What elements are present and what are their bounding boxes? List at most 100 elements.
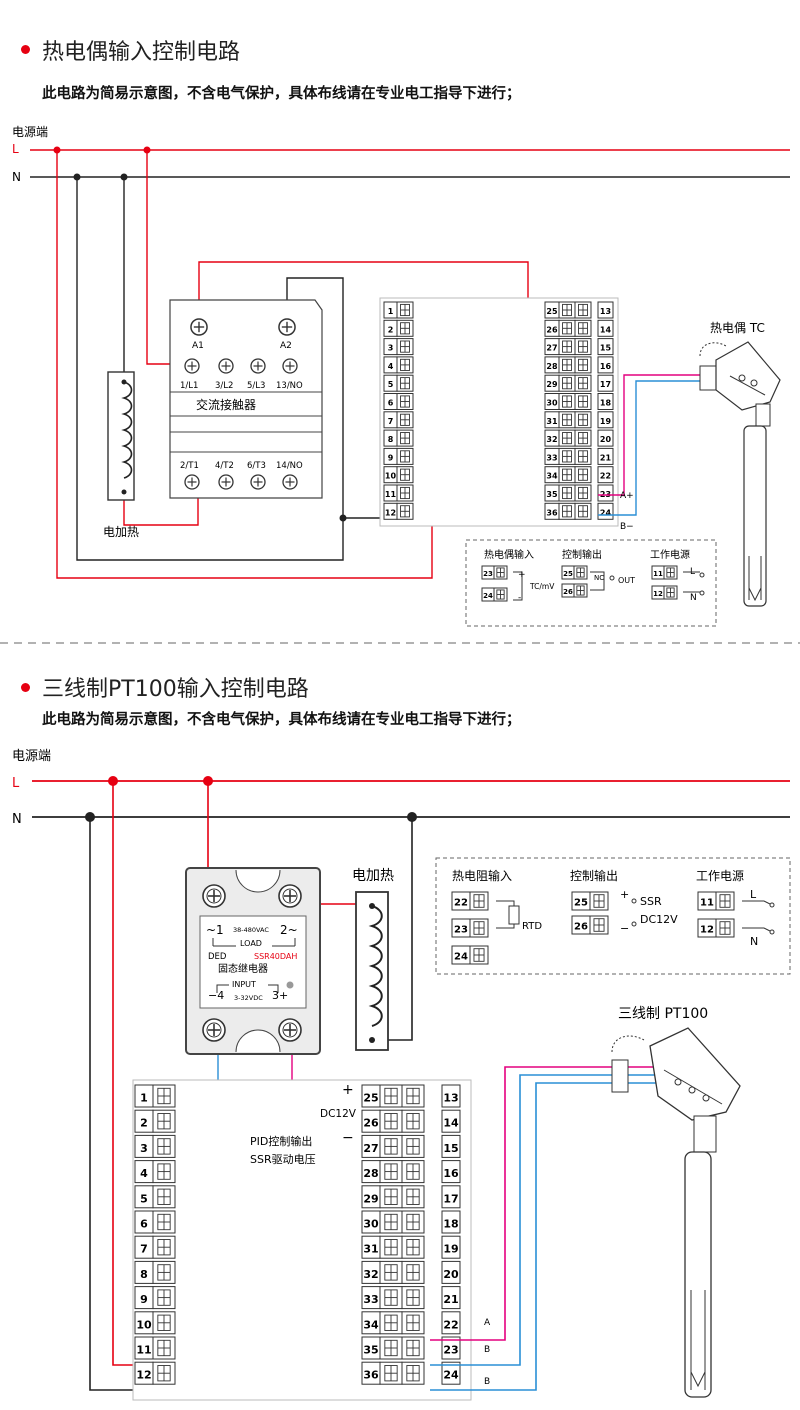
- line-L-label-2: L: [12, 776, 20, 791]
- legend-terminal-25-number: 25: [563, 570, 573, 578]
- terminal2-10-number: 10: [136, 1318, 152, 1331]
- terminal2-16-number: 16: [443, 1167, 459, 1180]
- terminal-19: 19: [597, 411, 614, 429]
- terminal-32: 32: [544, 429, 592, 447]
- thermocouple-sensor: 热电偶 TC: [699, 321, 781, 607]
- terminal2-30-number: 30: [363, 1218, 379, 1231]
- terminal-5-number: 5: [388, 380, 394, 389]
- legend-ssr: SSR: [640, 895, 662, 908]
- terminal2-15-number: 15: [443, 1142, 458, 1155]
- terminal-11: 11: [383, 484, 414, 502]
- terminal2-6: 6: [134, 1210, 176, 1234]
- terminal2-8-number: 8: [140, 1268, 148, 1281]
- terminal-b-minus: B−: [620, 522, 634, 532]
- heater-wire: [123, 486, 199, 526]
- terminal2-14-number: 14: [443, 1117, 459, 1130]
- terminal2-26: 26: [361, 1109, 425, 1133]
- terminal-18-number: 18: [600, 399, 612, 408]
- terminal2-29-number: 29: [363, 1192, 378, 1205]
- contactor-name: 交流接触器: [196, 397, 256, 412]
- terminal-15: 15: [597, 338, 614, 356]
- terminal2-22-number: 22: [443, 1318, 458, 1331]
- legend2-terminal-25: 25: [571, 891, 609, 911]
- legend-rtd: RTD: [522, 921, 542, 932]
- contactor-l2-label: 3/L2: [215, 381, 233, 391]
- legend-pwr-n: N: [690, 593, 697, 603]
- terminal2-4: 4: [134, 1160, 176, 1184]
- terminal-26-number: 26: [546, 325, 558, 334]
- legend-terminal-12-number: 12: [653, 590, 663, 598]
- legend-ctrl-no: NO: [594, 574, 605, 582]
- terminal2-34-number: 34: [363, 1318, 379, 1331]
- legend-tc-note: TC/mV: [529, 582, 555, 591]
- terminal-21-number: 21: [600, 453, 612, 462]
- terminal-10-number: 10: [385, 472, 397, 481]
- terminal-31: 31: [544, 411, 592, 429]
- terminal2-17: 17: [441, 1185, 461, 1209]
- legend2-terminal-23-number: 23: [454, 925, 468, 936]
- ssr-t4: −4: [208, 989, 224, 1002]
- legend-pwr-title-2: 工作电源: [696, 869, 744, 883]
- terminal-1-number: 1: [388, 307, 394, 316]
- terminal-26: 26: [544, 319, 592, 337]
- terminal2-31-number: 31: [363, 1243, 378, 1256]
- electric-heater-1: 电加热: [103, 371, 139, 539]
- contactor-t3-label: 6/T3: [247, 461, 266, 471]
- terminal-30-number: 30: [546, 399, 558, 408]
- legend-terminal-24-number: 24: [483, 592, 493, 600]
- contactor-14no-label: 14/NO: [276, 461, 303, 471]
- terminal-36: 36: [544, 502, 592, 520]
- terminal-12-number: 12: [385, 508, 396, 517]
- legend2-terminal-11: 11: [697, 891, 735, 911]
- legend-pwr-title: 工作电源: [650, 548, 690, 561]
- ctrl-minus: −: [342, 1130, 354, 1146]
- terminal2-31: 31: [361, 1235, 425, 1259]
- terminal-9: 9: [383, 447, 414, 465]
- legend-terminal-25: 25: [561, 565, 588, 580]
- terminal2-1: 1: [134, 1084, 176, 1108]
- terminal-20-number: 20: [600, 435, 612, 444]
- terminal-13-number: 13: [600, 307, 611, 316]
- terminal2-11: 11: [134, 1336, 176, 1360]
- terminal2-12-number: 12: [136, 1369, 151, 1382]
- terminal2-24-number: 24: [443, 1369, 459, 1382]
- terminal-11-number: 11: [385, 490, 397, 499]
- ssr-drive-label: SSR驱动电压: [250, 1153, 316, 1166]
- terminal2-14: 14: [441, 1109, 461, 1133]
- terminal-19-number: 19: [600, 417, 612, 426]
- coil-a1-label: A1: [192, 341, 204, 351]
- section1-title: 热电偶输入控制电路: [42, 40, 241, 65]
- legend2-terminal-12: 12: [697, 918, 735, 938]
- legend-pwr-l-2: L: [750, 888, 757, 901]
- terminal-2: 2: [383, 319, 414, 337]
- electric-heater-2: 电加热: [352, 868, 394, 1051]
- ssr-t2: 2~: [280, 923, 298, 937]
- terminal2-32: 32: [361, 1260, 425, 1284]
- legend-ctrl-title: 控制输出: [562, 548, 602, 561]
- ssr-load: LOAD: [240, 939, 262, 948]
- terminal2-35-number: 35: [363, 1344, 378, 1357]
- controller-terminals-2: 1234567891011122526272829303132333435361…: [134, 1084, 461, 1385]
- terminal-27: 27: [544, 338, 592, 356]
- terminal-34: 34: [544, 466, 592, 484]
- terminal2-29: 29: [361, 1185, 425, 1209]
- terminal-14-number: 14: [600, 325, 612, 334]
- legend-pwr-n-2: N: [750, 935, 758, 948]
- pid-output-label: PID控制输出: [250, 1134, 312, 1148]
- terminal2-13: 13: [441, 1084, 461, 1108]
- tc-wire-plus: [598, 374, 716, 496]
- terminal-25-number: 25: [546, 307, 558, 316]
- terminal2-34: 34: [361, 1311, 425, 1335]
- terminal-8: 8: [383, 429, 414, 447]
- tc-wire-minus: [598, 380, 716, 516]
- terminal2-10: 10: [134, 1311, 176, 1335]
- terminal-22-number: 22: [600, 472, 611, 481]
- terminal2-21-number: 21: [443, 1293, 458, 1306]
- heater-label-1: 电加热: [103, 525, 139, 539]
- terminal-7: 7: [383, 411, 414, 429]
- legend-terminal-26: 26: [561, 583, 588, 598]
- terminal2-19: 19: [441, 1235, 461, 1259]
- terminal-18: 18: [597, 393, 614, 410]
- line-L-label-1: L: [12, 142, 19, 156]
